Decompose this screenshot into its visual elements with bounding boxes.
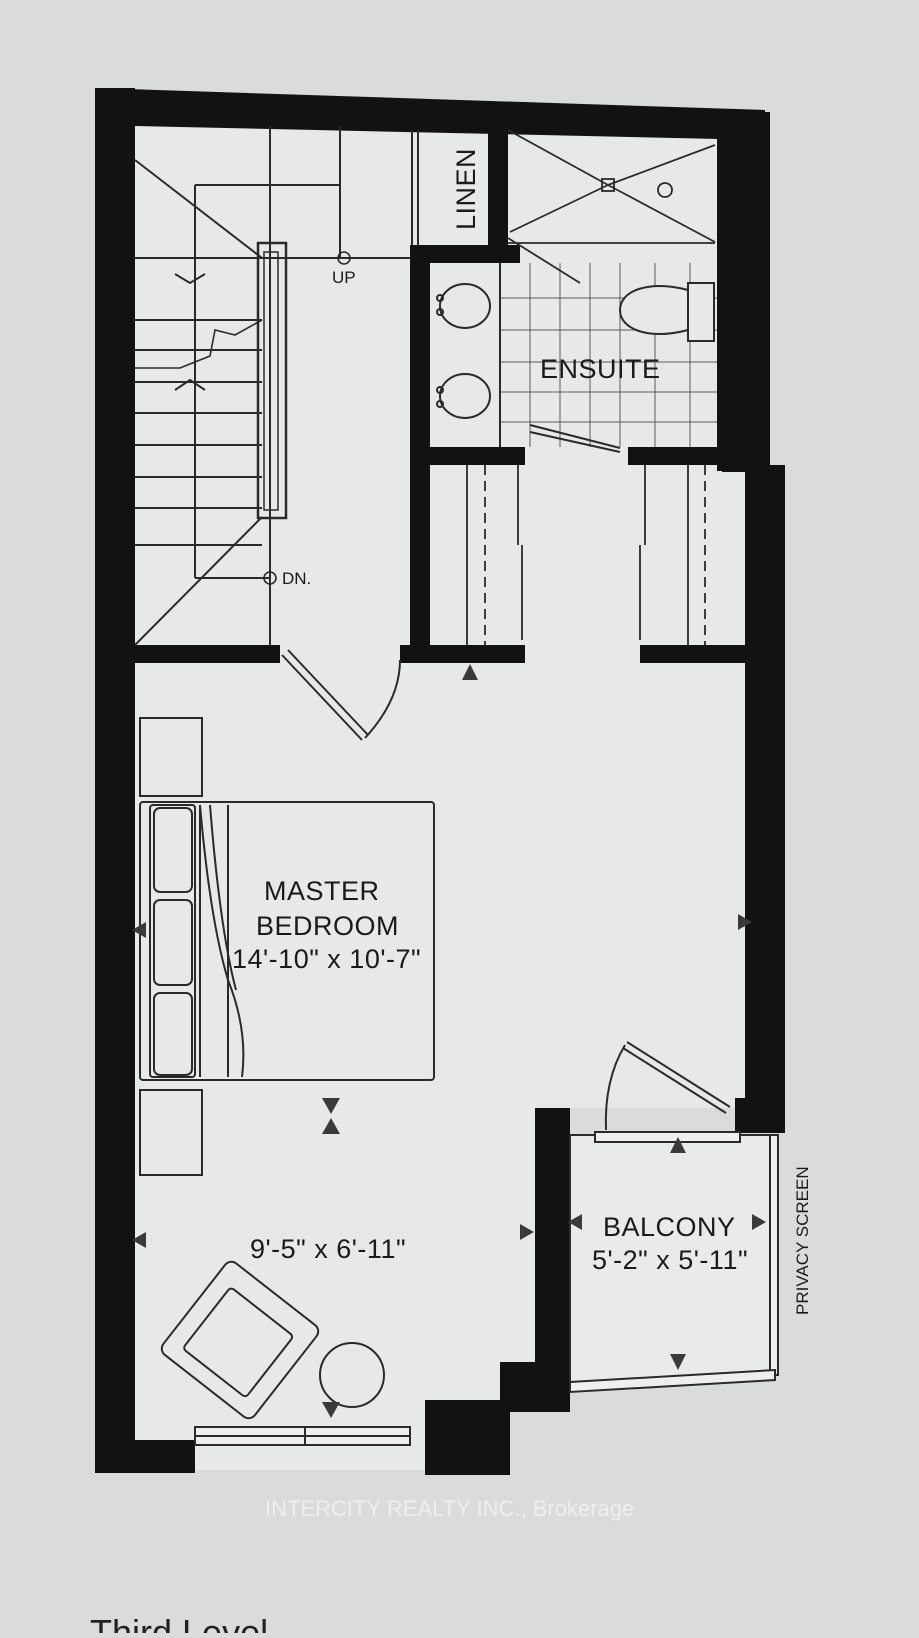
shower xyxy=(507,129,716,284)
stair-direction-arrows xyxy=(174,273,206,391)
stair-markers xyxy=(263,251,351,585)
toilet xyxy=(618,282,715,342)
master-bedroom-name-line1: MASTER xyxy=(264,876,380,906)
bedroom-door xyxy=(281,649,401,741)
balcony-label: BALCONY xyxy=(603,1212,736,1242)
sitting-area-dimensions: 9'-5" x 6'-11" xyxy=(250,1234,406,1264)
stair-up-label: UP xyxy=(332,268,356,287)
stair-down-label: DN. xyxy=(282,569,311,588)
ensuite-label: ENSUITE xyxy=(540,354,661,384)
balcony-dimensions: 5'-2" x 5'-11" xyxy=(592,1245,748,1275)
vanity-sinks xyxy=(436,263,501,447)
bed xyxy=(139,717,435,1176)
floor-level-caption: Third Level xyxy=(90,1612,268,1633)
balcony-door xyxy=(594,1041,741,1143)
bottom-window xyxy=(194,1426,411,1446)
exterior-walls xyxy=(95,88,785,1475)
staircase xyxy=(134,126,419,646)
interior-walls xyxy=(135,126,750,663)
privacy-screen-label: PRIVACY SCREEN xyxy=(793,1166,812,1315)
ensuite-door xyxy=(529,424,621,453)
master-bedroom-dimensions: 14'-10" x 10'-7" xyxy=(232,944,421,974)
linen-label: LINEN xyxy=(451,148,481,230)
ensuite-tiles xyxy=(500,263,717,447)
closets xyxy=(466,465,706,645)
master-bedroom-name-line2: BEDROOM xyxy=(256,911,399,941)
dimension-arrows xyxy=(132,664,766,1418)
balcony-railing xyxy=(569,1134,779,1394)
armchair xyxy=(160,1260,385,1420)
brokerage-watermark: INTERCITY REALTY INC., Brokerage xyxy=(265,1496,634,1521)
